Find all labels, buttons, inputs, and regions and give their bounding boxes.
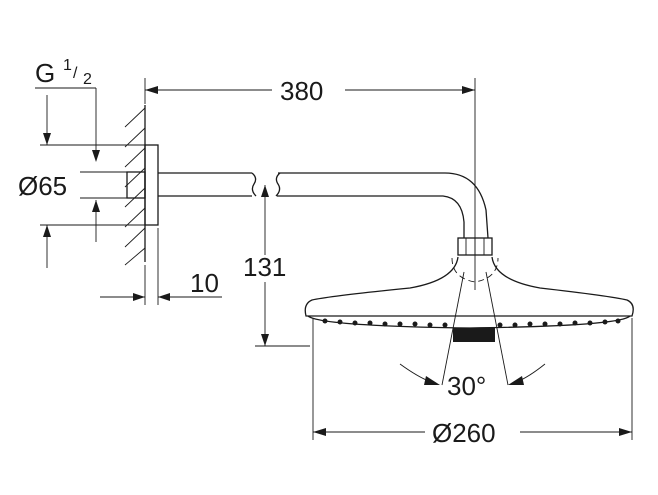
shower-head [304, 237, 634, 386]
head-diameter-dimension: Ø260 [312, 318, 633, 448]
thread-label: G [35, 58, 55, 88]
flange-diameter-dimension: Ø65 [18, 95, 145, 268]
thread-fraction-slash: / [73, 65, 78, 82]
spray-angle-dimension: 30° [399, 363, 546, 401]
wall-offset-label: 10 [190, 268, 219, 298]
wall-offset-dimension: 10 [100, 228, 222, 305]
shower-arm [158, 172, 489, 239]
wall [124, 105, 146, 266]
drop-height-label: 131 [243, 252, 286, 282]
thread-numerator: 1 [63, 57, 72, 74]
arm-length-dimension: 380 [144, 76, 476, 290]
nozzle-row [322, 318, 621, 328]
drop-height-dimension: 131 [243, 185, 310, 347]
thread-dimension: G 1 / 2 [35, 57, 127, 242]
thread-denominator: 2 [83, 71, 92, 88]
spray-angle-label: 30° [447, 371, 486, 401]
arm-length-label: 380 [280, 76, 323, 106]
wall-flange [126, 144, 159, 226]
flange-diameter-label: Ø65 [18, 171, 67, 201]
head-diameter-label: Ø260 [432, 418, 496, 448]
wall-hatching [124, 107, 146, 266]
